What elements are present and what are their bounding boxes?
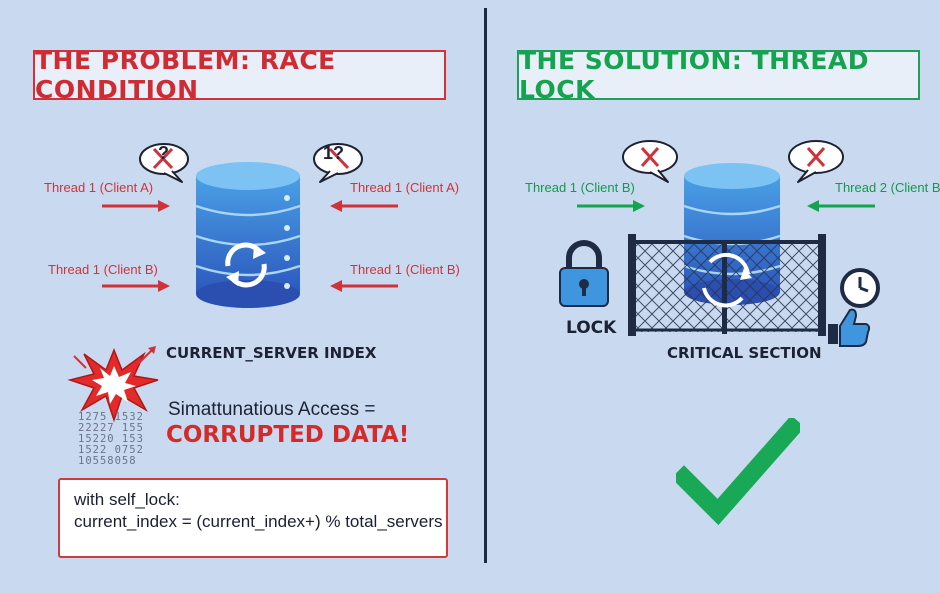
lock-label: LOCK [566,318,616,338]
arrow-left-icon [328,278,400,294]
x-bubble-icon-right [786,138,846,186]
x-bubble-icon-left [620,138,680,186]
question-mark-right: 1? [323,143,344,164]
arrow-right-icon [575,198,647,214]
critical-section-label: CRITICAL SECTION [667,344,822,362]
solution-thread-label-left: Thread 1 (Client B) [525,180,635,195]
code-line-1: with self_lock: [74,489,432,511]
problem-thread-label-b-left: Thread 1 (Client B) [48,262,158,277]
fence-icon [624,230,830,338]
panel-divider [484,8,487,563]
problem-thread-label-a-right: Thread 1 (Client A) [350,180,459,195]
padlock-icon [556,236,612,310]
solution-thread-label-right: Thread 2 (Client B) [835,180,940,195]
arrow-right-icon [100,198,172,214]
simultaneous-access-text: Simattunatious Access = [168,399,376,421]
sync-arrows-icon [218,236,274,292]
scrambled-digits: 1275 1532 22227 155 15220 153 1522 0752 … [78,412,160,467]
solution-title: THE SOLUTION: THREAD LOCK [517,50,920,100]
code-line-2: current_index = (current_index+) % total… [74,511,432,533]
arrow-left-icon [805,198,877,214]
problem-thread-label-b-right: Thread 1 (Client B) [350,262,460,277]
arrow-right-icon [100,278,172,294]
arrow-left-icon [328,198,400,214]
problem-thread-label-a-left: Thread 1 (Client A) [44,180,153,195]
thumbs-up-icon [826,306,872,348]
clock-icon [838,266,882,310]
checkmark-icon [676,418,800,528]
problem-title: THE PROBLEM: RACE CONDITION [33,50,446,100]
corrupted-data-text: CORRUPTED DATA! [166,422,409,448]
db-caption: CURRENT_SERVER INDEX [166,344,376,362]
question-mark-left: ? [158,143,169,164]
code-snippet-box: with self_lock: current_index = (current… [58,478,448,558]
